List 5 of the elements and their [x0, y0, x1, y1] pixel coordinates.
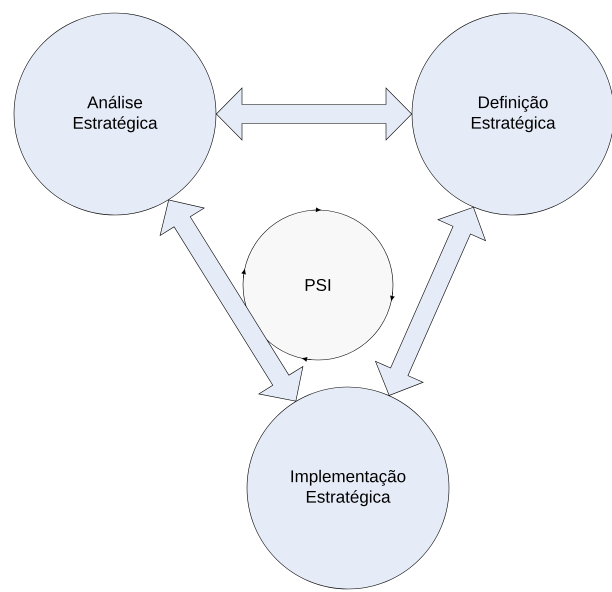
block-arrow: [374, 206, 486, 396]
circle-node: Implementação Estratégica: [246, 386, 450, 590]
circle-node: Definição Estratégica: [412, 12, 612, 216]
block-arrow: [160, 200, 304, 402]
circle-node: Análise Estratégica: [14, 12, 216, 216]
